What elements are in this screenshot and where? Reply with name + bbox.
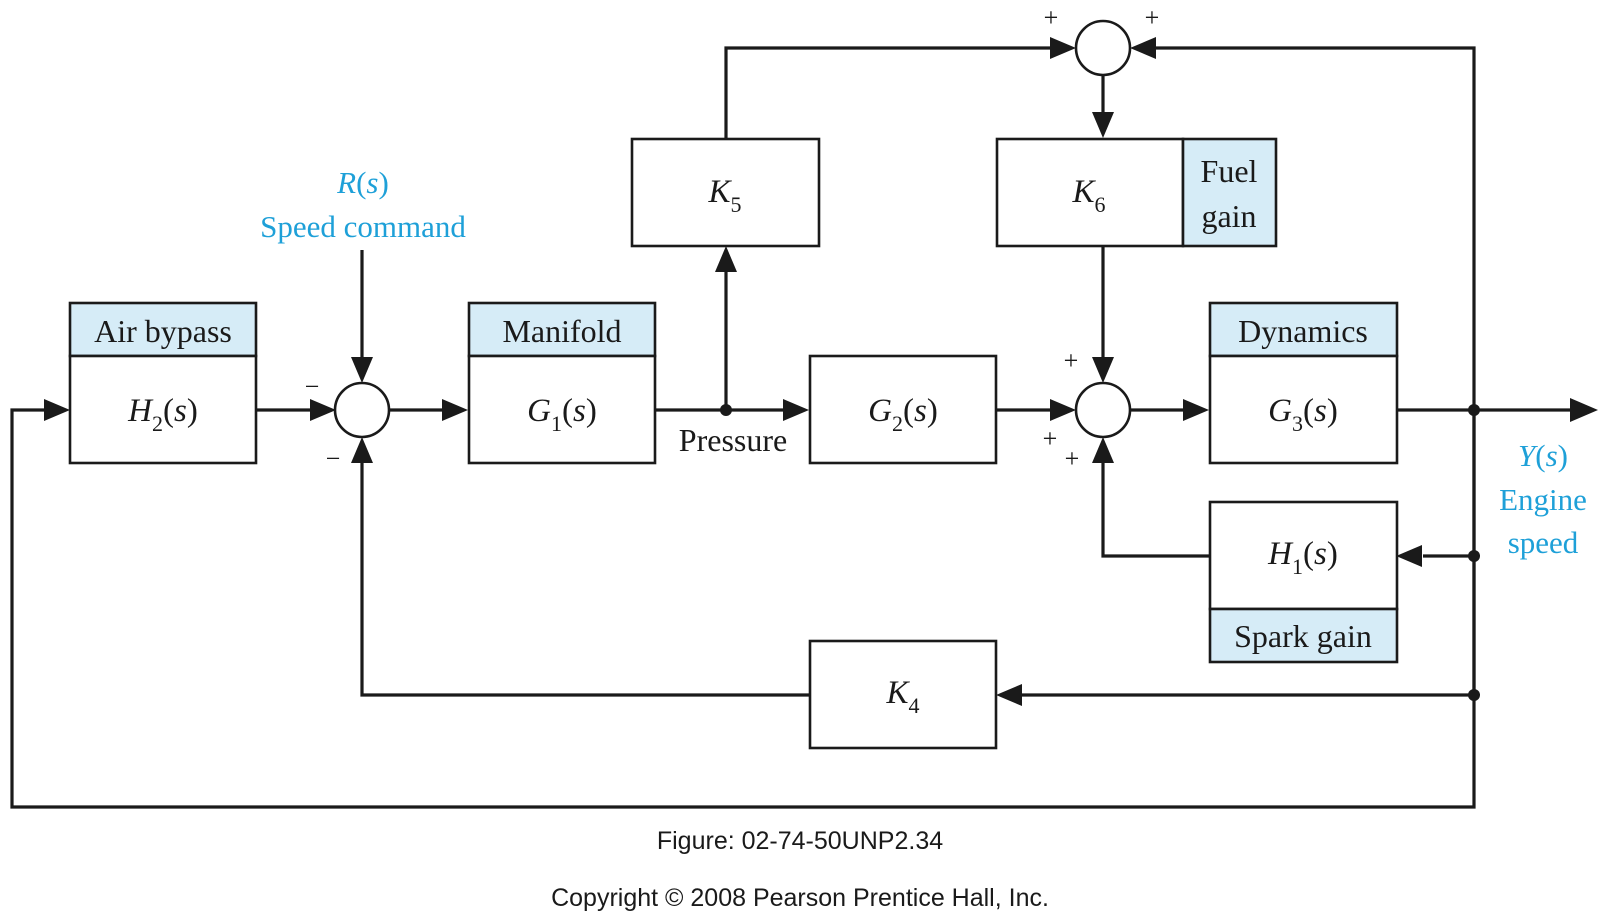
arrow-into-sum1-left [310, 399, 336, 421]
arrow-into-sum2-left [1050, 399, 1076, 421]
block-h1-transfer: H1(s) [1267, 536, 1338, 579]
sign-sum2-left: + [1043, 424, 1058, 453]
block-k6-gain: K6 [1071, 174, 1105, 217]
block-h1: H1(s) Spark gain [1208, 500, 1399, 664]
arrow-into-dynamics [1183, 399, 1209, 421]
figure-footer: Figure: 02-74-50UNP2.34 Copyright © 2008… [551, 827, 1049, 912]
arrow-into-k6 [1092, 112, 1114, 138]
copyright-notice: Copyright © 2008 Pearson Prentice Hall, … [551, 884, 1049, 912]
output-name-line2: speed [1508, 525, 1579, 560]
block-air-bypass-tag: Air bypass [94, 313, 232, 349]
block-air-bypass-transfer: H2(s) [127, 393, 198, 436]
block-dynamics-transfer: G3(s) [1268, 393, 1338, 436]
block-k6-tag-bg [1181, 137, 1278, 248]
sign-sum1-bottom: − [326, 444, 341, 473]
block-dynamics-body [1208, 354, 1399, 465]
block-k4: K4 [808, 639, 998, 750]
arrowheads [44, 37, 1598, 706]
output-signal: Y(s) [1518, 438, 1568, 473]
wire-k5-to-sum3 [724, 46, 1058, 138]
block-g2: G2(s) [808, 354, 998, 465]
sign-sum1-left: − [305, 372, 320, 401]
block-k6-tag-line1: Fuel [1201, 153, 1258, 189]
signal-labels: R(s) Speed command Y(s) Engine speed Pre… [260, 165, 1587, 560]
block-k6-body [995, 137, 1185, 248]
branch-points [720, 404, 1480, 701]
arrow-into-h1 [1396, 545, 1422, 567]
arrow-into-h2 [44, 399, 70, 421]
block-g2-body [808, 354, 998, 465]
block-h1-tag: Spark gain [1234, 618, 1372, 654]
branch-pressure [720, 404, 732, 416]
wire-h1-to-sum2 [1101, 450, 1213, 558]
arrow-into-sum1-bottom [351, 437, 373, 463]
arrow-into-sum1-top [351, 357, 373, 383]
block-k6: K6 Fuel gain [995, 137, 1278, 248]
arrow-into-sum3-right [1130, 37, 1156, 59]
block-air-bypass-tag-bg [68, 301, 258, 358]
block-k4-body [808, 639, 998, 750]
arrow-output [1570, 398, 1598, 422]
block-dynamics-tag-bg [1208, 301, 1399, 358]
branch-to-k4 [1468, 689, 1480, 701]
block-h1-body [1208, 500, 1399, 611]
block-air-bypass: Air bypass H2(s) [68, 301, 258, 465]
reference-signal: R(s) [336, 165, 389, 200]
block-k5: K5 [630, 137, 821, 248]
block-dynamics-tag: Dynamics [1238, 313, 1368, 349]
junction-signs: − − + + + + + [305, 3, 1160, 473]
wire-k4-to-sum1 [360, 450, 811, 697]
sign-sum3-right: + [1145, 3, 1160, 32]
output-name-line1: Engine [1499, 482, 1587, 517]
wire-output-to-sum3 [1154, 46, 1476, 410]
block-k5-body [630, 137, 821, 248]
sign-sum3-left: + [1044, 3, 1059, 32]
arrow-into-g2 [783, 399, 809, 421]
figure-caption: Figure: 02-74-50UNP2.34 [657, 827, 943, 855]
branch-output [1468, 404, 1480, 416]
arrow-into-sum2-top [1092, 357, 1114, 383]
sum-junction-3 [1074, 19, 1132, 77]
block-h1-tag-bg [1208, 607, 1399, 664]
arrow-into-k5 [715, 246, 737, 272]
arrow-into-sum3-left [1050, 37, 1076, 59]
block-k6-tag-line2: gain [1201, 198, 1256, 234]
block-k4-gain: K4 [885, 675, 919, 718]
block-manifold-tag: Manifold [502, 313, 621, 349]
block-dynamics: Dynamics G3(s) [1208, 301, 1399, 465]
pressure-label: Pressure [679, 422, 787, 458]
arrow-into-k4 [996, 684, 1022, 706]
block-k5-gain: K5 [707, 174, 741, 217]
block-manifold-transfer: G1(s) [527, 393, 597, 436]
block-air-bypass-body [68, 354, 258, 465]
sum-junction-1 [333, 381, 391, 439]
block-g2-transfer: G2(s) [868, 393, 938, 436]
block-manifold: Manifold G1(s) [467, 301, 657, 465]
arrow-into-manifold [442, 399, 468, 421]
sum-junction-2 [1074, 381, 1132, 439]
sign-sum2-bottom: + [1065, 444, 1080, 473]
sign-sum2-top: + [1064, 346, 1079, 375]
reference-name: Speed command [260, 209, 466, 244]
arrow-into-sum2-bottom [1092, 437, 1114, 463]
block-manifold-body [467, 354, 657, 465]
summing-junctions [333, 19, 1132, 439]
branch-to-h1 [1468, 550, 1480, 562]
